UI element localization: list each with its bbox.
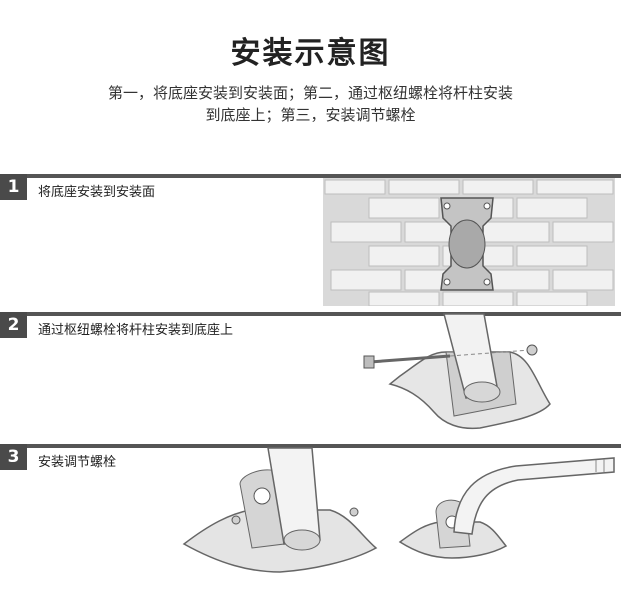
page-title: 安装示意图 [230,36,391,71]
instructions-line-2: 到底座上；第三，安装调节螺栓 [205,106,416,124]
instructions-line-1: 第一，将底座安装到安装面；第二，通过枢纽螺栓将杆柱安装 [107,84,513,102]
step-2-label: 通过枢纽螺栓将杆柱安装到底座上 [38,323,234,338]
step-2-number: 2 [0,312,27,338]
step-2-divider [0,312,621,316]
wall-mount-illustration [323,178,615,306]
step-1-divider [0,174,621,178]
step-3-divider [0,444,621,448]
step-3-number: 3 [0,444,27,470]
step-1-label: 将底座安装到安装面 [38,185,156,200]
step-1-number: 1 [0,174,27,200]
instructions-text: 第一，将底座安装到安装面；第二，通过枢纽螺栓将杆柱安装 到底座上；第三，安装调节… [40,82,581,126]
adjusting-bolt-illustration-2 [398,457,615,559]
step-3-label: 安装调节螺栓 [38,455,117,470]
pole-to-base-illustration [363,313,551,430]
adjusting-bolt-illustration-1 [182,447,378,573]
